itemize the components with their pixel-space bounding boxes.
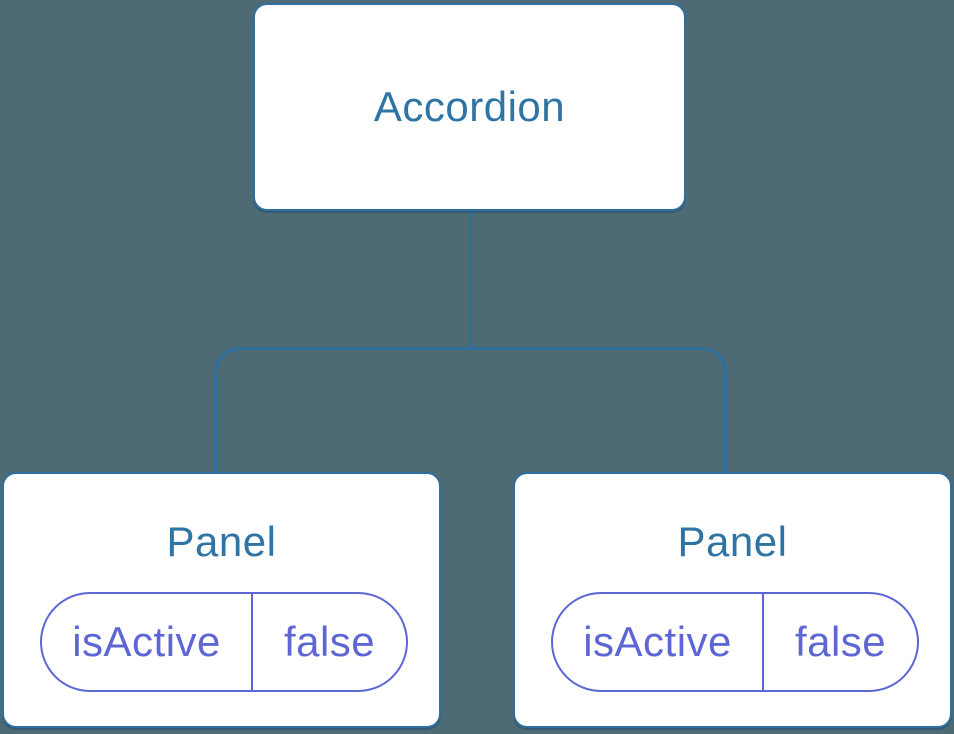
root-node-accordion: Accordion — [253, 3, 686, 211]
panel-node-left: Panel isActive false — [2, 472, 441, 728]
state-pill: isActive false — [40, 592, 408, 692]
state-pill: isActive false — [551, 592, 919, 692]
connector-branch-bracket — [214, 347, 727, 473]
state-key-cell: isActive — [553, 594, 765, 690]
panel-node-label: Panel — [677, 518, 788, 565]
root-node-label: Accordion — [373, 83, 566, 130]
state-key-label: isActive — [72, 618, 221, 665]
panel-node-label: Panel — [166, 518, 277, 565]
state-key-label: isActive — [583, 618, 732, 665]
state-value-label: false — [283, 618, 376, 665]
panel-node-right: Panel isActive false — [513, 472, 952, 728]
state-value-cell: false — [253, 594, 406, 690]
state-value-label: false — [794, 618, 887, 665]
state-key-cell: isActive — [42, 594, 254, 690]
state-value-cell: false — [764, 594, 917, 690]
